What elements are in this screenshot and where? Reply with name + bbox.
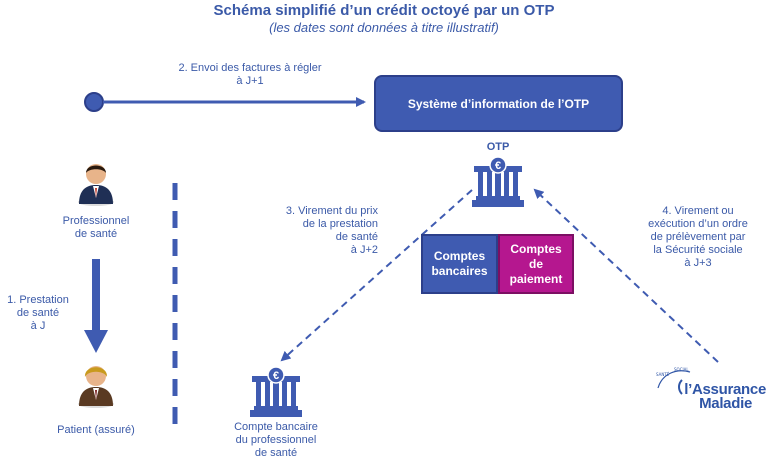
logo-line: Maladie xyxy=(699,395,752,412)
bank-accounts-line: Comptes xyxy=(433,249,486,263)
professionnel-line: de santé xyxy=(74,228,118,240)
svg-text:SANTÉ: SANTÉ xyxy=(656,372,670,377)
logo-emblem-icon: SANTÉ SOCIAL xyxy=(656,367,691,395)
otp-information-system: Système d’information de l’OTP xyxy=(374,75,623,132)
step4-line: à J+3 xyxy=(684,257,712,269)
step2-label: 2. Envoi des factures à régler à J+1 xyxy=(150,62,350,88)
step3-line: de la prestation xyxy=(302,218,378,230)
assurance-maladie-logo: SANTÉ SOCIAL l’Assurance Maladie xyxy=(654,366,766,414)
professionnel-line: Professionnel xyxy=(62,215,130,227)
bank-icon: € xyxy=(250,366,302,417)
bank-accounts-box: Comptes bancaires xyxy=(421,234,498,294)
payment-accounts-line: Comptes xyxy=(510,241,562,256)
step4-line: exécution d’un ordre xyxy=(648,218,748,230)
social-security-arrow xyxy=(533,188,719,363)
payment-accounts-line: paiement xyxy=(509,271,563,286)
step4-label: 4. Virement ou exécution d’un ordre de p… xyxy=(632,205,764,270)
patient-label: Patient (assuré) xyxy=(57,424,135,436)
service-arrow xyxy=(84,259,108,353)
svg-text:€: € xyxy=(495,160,501,172)
bank-accounts-line: bancaires xyxy=(431,264,488,278)
step1-line: 1. Prestation xyxy=(7,294,69,306)
invoice-arrow xyxy=(84,92,366,112)
step1-line: à J xyxy=(30,320,46,332)
payment-accounts-line: de xyxy=(528,256,543,271)
compte-pro-line: du professionnel xyxy=(235,434,317,446)
transfer-arrow xyxy=(280,189,473,362)
step4-line: de prélèvement par xyxy=(650,231,746,243)
compte-pro-line: de santé xyxy=(254,447,298,459)
bank-icon: € xyxy=(472,156,524,207)
step3-line: 3. Virement du prix xyxy=(285,205,378,217)
diagram-title: Schéma simplifié d’un crédit octoyé par … xyxy=(213,2,555,19)
step3-line: à J+2 xyxy=(350,244,378,256)
step3-line: de santé xyxy=(335,231,378,243)
step1-label: 1. Prestation de santé à J xyxy=(0,294,76,333)
compte-pro-label: Compte bancaire du professionnel de sant… xyxy=(216,421,336,460)
step3-label: 3. Virement du prix de la prestation de … xyxy=(262,205,378,257)
compte-pro-line: Compte bancaire xyxy=(234,421,318,433)
svg-text:€: € xyxy=(273,370,279,382)
professionnel-label: Professionnel de santé xyxy=(40,215,152,241)
step1-line: de santé xyxy=(16,307,60,319)
diagram-subtitle: (les dates sont données à titre illustra… xyxy=(269,20,499,35)
step2-line: à J+1 xyxy=(236,75,264,87)
person-icon xyxy=(78,164,114,206)
person-icon xyxy=(78,366,114,408)
step4-line: la Sécurité sociale xyxy=(653,244,743,256)
svg-text:SOCIAL: SOCIAL xyxy=(674,367,689,372)
step4-line: 4. Virement ou xyxy=(662,205,734,217)
logo-line: l’Assurance xyxy=(684,381,766,398)
payment-accounts-box: Comptes de paiement xyxy=(498,234,574,294)
otp-label: OTP xyxy=(486,141,510,153)
start-dot xyxy=(84,92,104,112)
step2-line: 2. Envoi des factures à régler xyxy=(178,62,322,74)
